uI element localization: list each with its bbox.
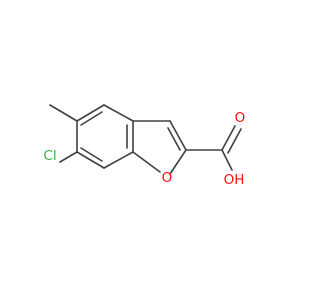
- bond-carboxyl-carbonyl-a: [221, 125, 236, 151]
- bond-carboxyl-hydroxyl: [221, 149, 233, 171]
- bond-c3-c2-inner: [167, 127, 181, 151]
- bond-c4-c5-inner: [80, 111, 103, 126]
- bond-c6-c7: [76, 151, 105, 169]
- bond-c2-o1: [169, 149, 187, 175]
- atom-label-cl: Cl: [43, 148, 56, 164]
- bond-c6-cl: [59, 151, 78, 163]
- bond-c5-methyl: [49, 104, 78, 122]
- bond-carboxyl-carbonyl-b: [227, 128, 242, 154]
- bond-c4-c5: [76, 104, 105, 122]
- bond-o1-c7a: [132, 151, 161, 173]
- molecule-canvas: Cl O O OH: [43, 104, 246, 188]
- bond-c7-c7a: [103, 151, 134, 169]
- bond-c6-c7-inner: [80, 147, 103, 162]
- atom-label-ring-oxygen: O: [162, 170, 173, 186]
- bond-c3a-c4: [103, 104, 134, 122]
- atom-label-hydroxyl: OH: [224, 172, 245, 188]
- atom-label-carbonyl-oxygen: O: [235, 110, 246, 126]
- bond-c3-c2: [169, 120, 187, 151]
